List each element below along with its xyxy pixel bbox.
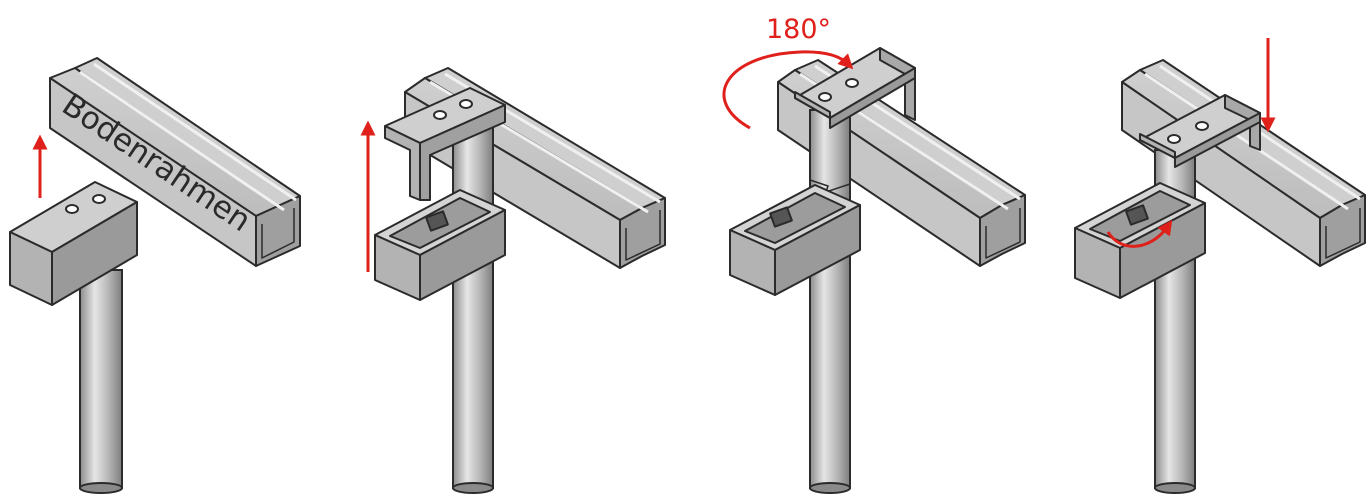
- post: [452, 119, 494, 494]
- top-clamp: [1139, 94, 1261, 168]
- bracket-block: [1074, 182, 1206, 299]
- rotate-lock-arrow-icon: [1106, 219, 1173, 248]
- rotate-180-arrow-icon: [722, 50, 854, 130]
- post: [809, 109, 851, 494]
- step-4: [1074, 38, 1366, 494]
- step-3: 180°: [722, 14, 1026, 494]
- post: [79, 269, 123, 494]
- bracket-block: [729, 184, 861, 296]
- rotation-angle-label: 180°: [766, 14, 831, 45]
- bracket-block: [9, 181, 138, 306]
- top-clamp: [794, 47, 916, 129]
- step-2: [360, 67, 666, 494]
- floor-rail: [49, 57, 301, 267]
- top-clamp: [384, 87, 506, 201]
- bracket-block: [374, 189, 506, 301]
- step-1: Bodenrahmen: [9, 57, 301, 494]
